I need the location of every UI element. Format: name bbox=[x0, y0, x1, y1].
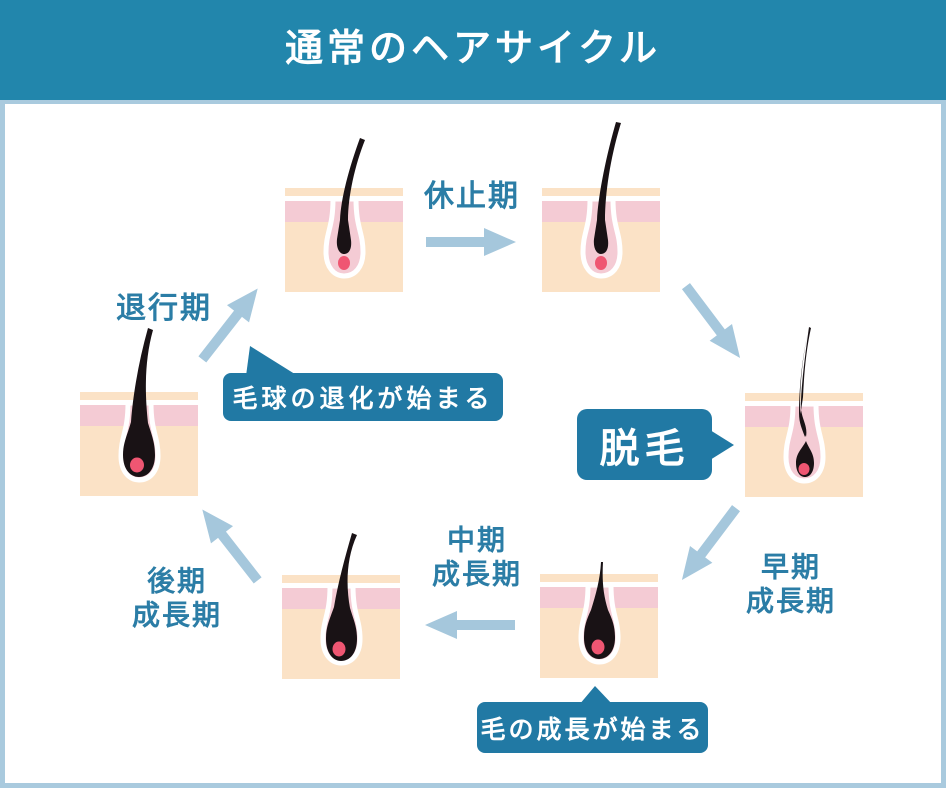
label-line: 早期 bbox=[760, 551, 822, 583]
follicle-resting-before-icon bbox=[285, 138, 403, 292]
label-line: 中期 bbox=[446, 524, 508, 556]
arrow-right-icon bbox=[426, 228, 516, 256]
callout-growth-begins: 毛の成長が始まる bbox=[477, 702, 708, 753]
label-line: 成長期 bbox=[131, 599, 223, 630]
label-resting-phase: 休止期 bbox=[424, 180, 520, 213]
follicle-mid-growth-icon bbox=[282, 533, 400, 679]
label-early-growth-phase: 早期 成長期 bbox=[746, 550, 836, 617]
label-line: 成長期 bbox=[431, 558, 523, 589]
callout-bulb-regression: 毛球の退化が始まる bbox=[223, 373, 503, 421]
label-late-growth-phase: 後期 成長期 bbox=[132, 564, 222, 631]
label-line: 後期 bbox=[146, 565, 208, 597]
follicle-early-growth-icon bbox=[540, 562, 658, 678]
follicle-shedding-icon bbox=[745, 327, 863, 497]
arrow-left-icon bbox=[425, 611, 515, 639]
follicle-resting-after-icon bbox=[542, 122, 660, 292]
callout-tail-up-left-icon bbox=[246, 346, 298, 376]
page-title: 通常のヘアサイクル bbox=[284, 28, 662, 70]
callout-shedding: 脱毛 bbox=[577, 409, 712, 480]
callout-tail-up-icon bbox=[579, 686, 613, 705]
label-line: 成長期 bbox=[745, 585, 837, 616]
label-regression-phase: 退行期 bbox=[116, 292, 212, 325]
header-banner: 通常のヘアサイクル bbox=[0, 0, 946, 100]
label-mid-growth-phase: 中期 成長期 bbox=[432, 523, 522, 590]
follicle-late-growth-icon bbox=[80, 328, 198, 496]
callout-tail-right-icon bbox=[710, 430, 734, 460]
